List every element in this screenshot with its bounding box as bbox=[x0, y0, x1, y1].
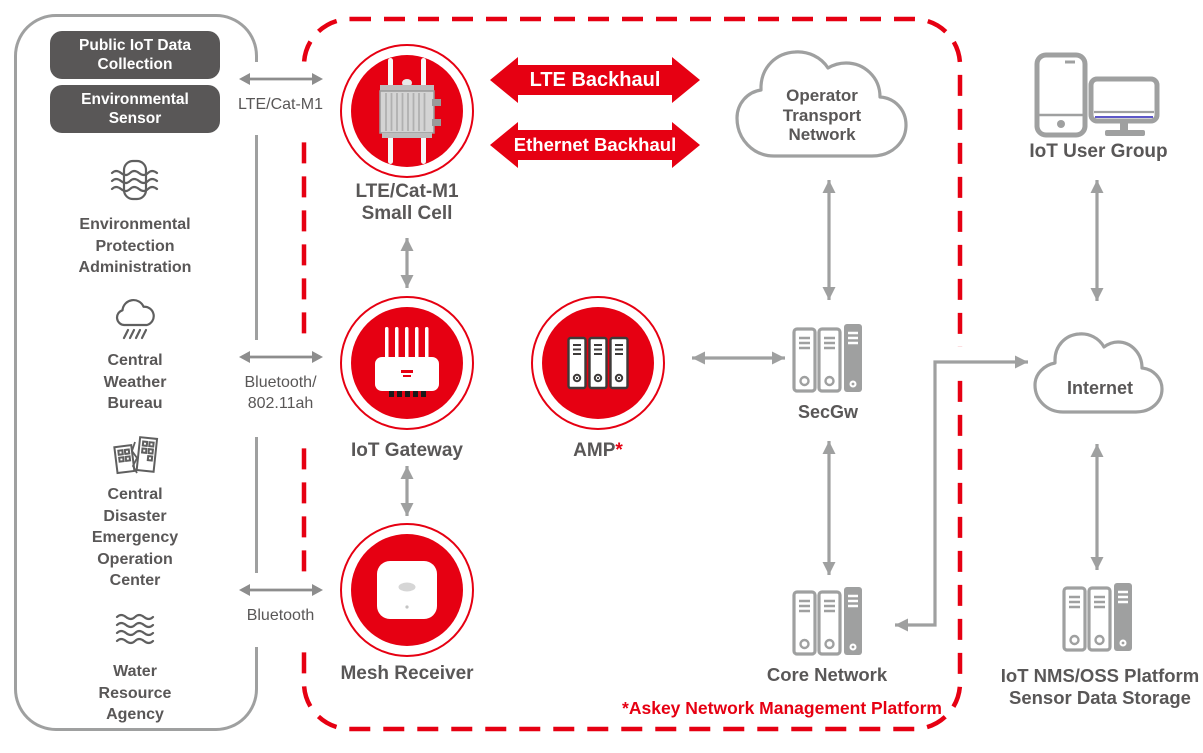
lte-backhaul-arrow: LTE Backhaul bbox=[490, 57, 700, 103]
mesh-receiver-node bbox=[340, 523, 474, 657]
link-bluetooth-802-11ah: Bluetooth/ 802.11ah bbox=[228, 340, 333, 437]
mesh-receiver-device-icon bbox=[351, 534, 463, 646]
nms-storage-label: IoT NMS/OSS Platform Sensor Data Storage bbox=[1000, 665, 1200, 708]
internet-label: Internet bbox=[1066, 378, 1133, 398]
operator-transport-network-label: Operator Transport Network bbox=[782, 86, 862, 144]
secgw-servers-icon bbox=[792, 324, 862, 393]
epa-label: Environmental Protection Administration bbox=[78, 216, 192, 276]
disaster-buildings-icon bbox=[113, 436, 159, 475]
double-arrow-icon bbox=[238, 584, 323, 596]
amp-label: AMP* bbox=[513, 440, 683, 462]
red-double-arrow-icon bbox=[490, 122, 700, 168]
small-cell-device-icon bbox=[351, 55, 463, 167]
ethernet-backhaul-arrow: Ethernet Backhaul bbox=[490, 122, 700, 168]
internet-cloud-icon bbox=[1033, 332, 1164, 414]
disaster-center-label: Central Disaster Emergency Operation Cen… bbox=[91, 486, 179, 589]
smartphone-icon bbox=[1034, 52, 1088, 138]
amp-label-text: AMP bbox=[573, 440, 616, 461]
weather-cloud-rain-icon bbox=[115, 299, 155, 340]
link-bluetooth-label: Bluetooth bbox=[246, 607, 315, 624]
ethernet-backhaul-label: Ethernet Backhaul bbox=[513, 134, 677, 155]
link-lte-catm1-label: LTE/Cat-M1 bbox=[237, 96, 324, 113]
amp-asterisk: * bbox=[615, 440, 623, 461]
water-waves-icon bbox=[115, 613, 155, 645]
iot-user-group-label: IoT User Group bbox=[1029, 141, 1168, 162]
red-double-arrow-icon bbox=[490, 57, 700, 103]
weather-bureau-label: Central Weather Bureau bbox=[103, 352, 167, 412]
environmental-sensor-box: Environmental Sensor bbox=[50, 85, 220, 133]
link-lte-catm1: LTE/Cat-M1 bbox=[228, 62, 333, 135]
iot-gateway-label: IoT Gateway bbox=[351, 440, 463, 461]
water-agency-label: Water Resource Agency bbox=[98, 663, 172, 723]
amp-node bbox=[531, 296, 665, 430]
lte-backhaul-label: LTE Backhaul bbox=[529, 68, 661, 91]
core-network-servers-icon bbox=[792, 587, 862, 656]
link-bluetooth-802-11ah-label: Bluetooth/ 802.11ah bbox=[244, 374, 317, 412]
askey-platform-footnote: *Askey Network Management Platform bbox=[622, 698, 942, 718]
mesh-receiver-label: Mesh Receiver bbox=[340, 663, 474, 684]
amp-servers-icon bbox=[542, 307, 654, 419]
secgw-label: SecGw bbox=[797, 402, 859, 422]
nms-storage-servers-icon bbox=[1062, 583, 1132, 652]
small-cell-label: LTE/Cat-M1 Small Cell bbox=[355, 181, 459, 224]
double-arrow-icon bbox=[238, 73, 323, 85]
iot-gateway-device-icon bbox=[351, 307, 463, 419]
operator-transport-cloud-icon bbox=[735, 50, 908, 158]
small-cell-node bbox=[340, 44, 474, 178]
core-network-label: Core Network bbox=[766, 664, 888, 685]
public-data-panel bbox=[14, 14, 258, 731]
link-bluetooth: Bluetooth bbox=[228, 573, 333, 647]
monitor-icon bbox=[1088, 76, 1160, 136]
double-arrow-icon bbox=[238, 351, 323, 363]
environmental-sensor-icon bbox=[110, 159, 159, 201]
iot-gateway-node bbox=[340, 296, 474, 430]
public-iot-data-collection-box: Public IoT Data Collection bbox=[50, 31, 220, 79]
